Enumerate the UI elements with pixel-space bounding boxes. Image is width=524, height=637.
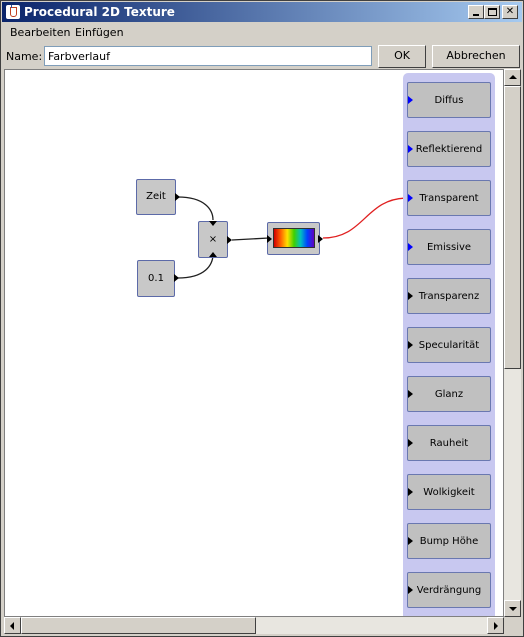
title-bar[interactable]: Procedural 2D Texture ✕ xyxy=(2,2,522,22)
node-gradient-input-port[interactable] xyxy=(267,235,272,243)
vertical-scrollbar[interactable] xyxy=(504,69,521,617)
horizontal-scroll-thumb[interactable] xyxy=(21,617,256,634)
wire-multiply-to-gradient xyxy=(231,237,270,241)
close-button[interactable]: ✕ xyxy=(502,5,518,19)
output-slot-diffus[interactable]: Diffus xyxy=(407,82,491,118)
output-slot-wolkigkeit[interactable]: Wolkigkeit xyxy=(407,474,491,510)
output-specularitaet-port[interactable] xyxy=(408,341,413,349)
scrollbar-corner xyxy=(504,617,521,634)
output-bump-hoehe-port[interactable] xyxy=(408,537,413,545)
node-multiply-input-a-port[interactable] xyxy=(209,221,217,226)
maximize-icon xyxy=(488,8,497,16)
connection-wires xyxy=(177,196,405,279)
close-icon: ✕ xyxy=(505,6,515,17)
java-app-icon xyxy=(6,5,20,19)
menu-einfuegen[interactable]: Einfügen xyxy=(75,26,124,39)
output-reflektierend-label: Reflektierend xyxy=(415,144,483,155)
output-diffus-label: Diffus xyxy=(434,95,464,106)
output-slot-rauheit[interactable]: Rauheit xyxy=(407,425,491,461)
wire-zeit-to-multiply xyxy=(177,196,214,221)
output-slot-verdraengung[interactable]: Verdrängung xyxy=(407,572,491,608)
menu-bearbeiten[interactable]: Bearbeiten xyxy=(10,26,71,39)
output-transparent-port[interactable] xyxy=(408,194,413,202)
node-zeit-label: Zeit xyxy=(146,191,166,202)
output-emissive-port[interactable] xyxy=(408,243,413,251)
node-editor-canvas[interactable]: Zeit 0.1 × Diffus Reflektierend xyxy=(4,69,504,617)
arrow-up-icon xyxy=(509,75,517,79)
output-bump-hoehe-label: Bump Höhe xyxy=(419,536,479,547)
output-reflektierend-port[interactable] xyxy=(408,145,413,153)
output-verdraengung-label: Verdrängung xyxy=(416,585,482,596)
wire-gradient-to-transparent xyxy=(322,197,405,239)
output-transparent-label: Transparent xyxy=(419,193,479,204)
output-slot-reflektierend[interactable]: Reflektierend xyxy=(407,131,491,167)
output-diffus-port[interactable] xyxy=(408,96,413,104)
node-multiply-input-b-port[interactable] xyxy=(209,252,217,257)
cancel-button[interactable]: Abbrechen xyxy=(432,45,520,68)
window-title: Procedural 2D Texture xyxy=(24,5,175,19)
node-multiply-output-port[interactable] xyxy=(227,236,232,244)
node-gradient-output-port[interactable] xyxy=(318,235,323,243)
output-specularitaet-label: Specularität xyxy=(418,340,480,351)
output-wolkigkeit-label: Wolkigkeit xyxy=(423,487,475,498)
output-rauheit-label: Rauheit xyxy=(429,438,469,449)
node-zeit-output-port[interactable] xyxy=(175,193,180,201)
arrow-right-icon xyxy=(494,622,498,630)
output-slot-transparenz[interactable]: Transparenz xyxy=(407,278,491,314)
output-rauheit-port[interactable] xyxy=(408,439,413,447)
vertical-scroll-thumb[interactable] xyxy=(504,86,521,369)
output-wolkigkeit-port[interactable] xyxy=(408,488,413,496)
scroll-down-button[interactable] xyxy=(504,600,521,617)
output-slot-transparent[interactable]: Transparent xyxy=(407,180,491,216)
output-glanz-port[interactable] xyxy=(408,390,413,398)
output-emissive-label: Emissive xyxy=(426,242,472,253)
scroll-left-button[interactable] xyxy=(4,617,21,634)
arrow-down-icon xyxy=(509,607,517,611)
output-glanz-label: Glanz xyxy=(434,389,464,400)
scroll-up-button[interactable] xyxy=(504,69,521,86)
output-slot-emissive[interactable]: Emissive xyxy=(407,229,491,265)
material-output-panel: Diffus Reflektierend Transparent Emissiv… xyxy=(403,73,495,616)
maximize-button[interactable] xyxy=(484,5,500,19)
arrow-left-icon xyxy=(10,622,14,630)
name-label: Name: xyxy=(6,50,43,63)
ok-button[interactable]: OK xyxy=(378,45,426,68)
output-slot-bump-hoehe[interactable]: Bump Höhe xyxy=(407,523,491,559)
name-bar: Name: OK Abbrechen xyxy=(2,43,522,69)
node-multiply-label: × xyxy=(208,234,218,245)
name-input[interactable] xyxy=(44,46,372,66)
output-verdraengung-port[interactable] xyxy=(408,586,413,594)
scroll-right-button[interactable] xyxy=(487,617,504,634)
output-transparenz-label: Transparenz xyxy=(418,291,480,302)
node-constant-output-port[interactable] xyxy=(174,274,179,282)
node-multiply[interactable]: × xyxy=(198,221,232,258)
output-slot-glanz[interactable]: Glanz xyxy=(407,376,491,412)
node-zeit[interactable]: Zeit xyxy=(136,179,180,215)
menu-bar: Bearbeiten Einfügen xyxy=(2,23,522,42)
minimize-icon xyxy=(473,14,479,16)
output-slot-specularitaet[interactable]: Specularität xyxy=(407,327,491,363)
minimize-button[interactable] xyxy=(468,5,484,19)
horizontal-scrollbar[interactable] xyxy=(4,617,504,634)
node-color-gradient[interactable] xyxy=(267,222,323,255)
output-transparenz-port[interactable] xyxy=(408,292,413,300)
node-constant-label: 0.1 xyxy=(148,273,164,284)
node-constant[interactable]: 0.1 xyxy=(137,260,179,297)
gradient-swatch xyxy=(273,228,315,248)
